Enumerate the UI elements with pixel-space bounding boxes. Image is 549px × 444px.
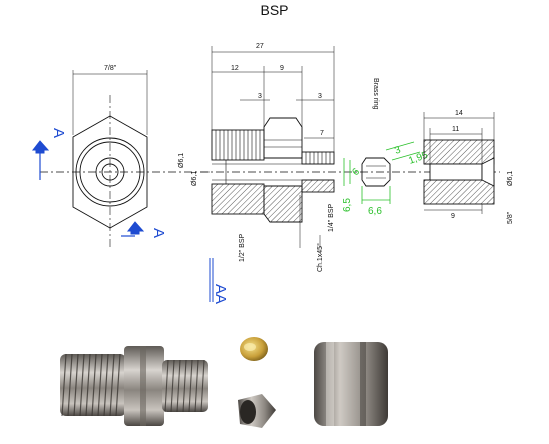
nut-bore-label: Ø6,1: [507, 171, 514, 186]
nut-dimensions: [423, 112, 495, 214]
brass-ring-label: Brass ring: [372, 78, 379, 110]
overall-length-label: 27: [256, 43, 264, 50]
brass-ring-drawing: [361, 157, 391, 187]
dim-7-label: 7: [320, 130, 324, 137]
chamfer-note-label: Ch.1x45°: [316, 243, 324, 272]
body-section-view: [211, 117, 335, 223]
hex-end-view: [72, 70, 148, 250]
photo-nut: [314, 342, 388, 426]
hex-width-label: 7/8": [104, 65, 117, 72]
ring-d2-label: 6,5: [342, 198, 353, 212]
nut-11-label: 11: [452, 126, 459, 133]
nut-9-label: 9: [451, 213, 455, 220]
brass-ring-dimensions: [343, 141, 421, 204]
section-arrow-bottom: [121, 221, 145, 237]
dim-9-label: 9: [280, 65, 284, 72]
dim-3b-label: 3: [318, 93, 322, 100]
nut-section-view: [423, 139, 495, 205]
page-title: BSP: [260, 2, 289, 18]
section-label-a-top: A: [50, 128, 67, 138]
ring-length-label: 6,6: [368, 206, 382, 217]
nut-thread-label: 5/8": [507, 211, 514, 224]
photo-body-fitting: [60, 346, 208, 426]
ring-3-label: 3: [393, 144, 402, 156]
section-label-aa: AA: [212, 284, 229, 304]
body-dimensions: [200, 46, 335, 173]
photo-brass-ring: [240, 337, 268, 361]
section-label-a-bottom: A: [150, 228, 167, 238]
bore-label: Ø6,1: [191, 171, 198, 186]
dim-12-label: 12: [231, 65, 239, 72]
dim-3a-label: 3: [258, 93, 262, 100]
hex-bore-label: Ø6,1: [178, 153, 185, 168]
bsp-half-label: 1/2" BSP: [239, 234, 246, 262]
section-arrow-top: [31, 140, 50, 180]
photo-steel-ring: [238, 394, 276, 428]
nut-14-label: 14: [455, 110, 463, 117]
bsp-quarter-label: 1/4" BSP: [328, 204, 335, 232]
section-mark-aa: [209, 258, 214, 302]
